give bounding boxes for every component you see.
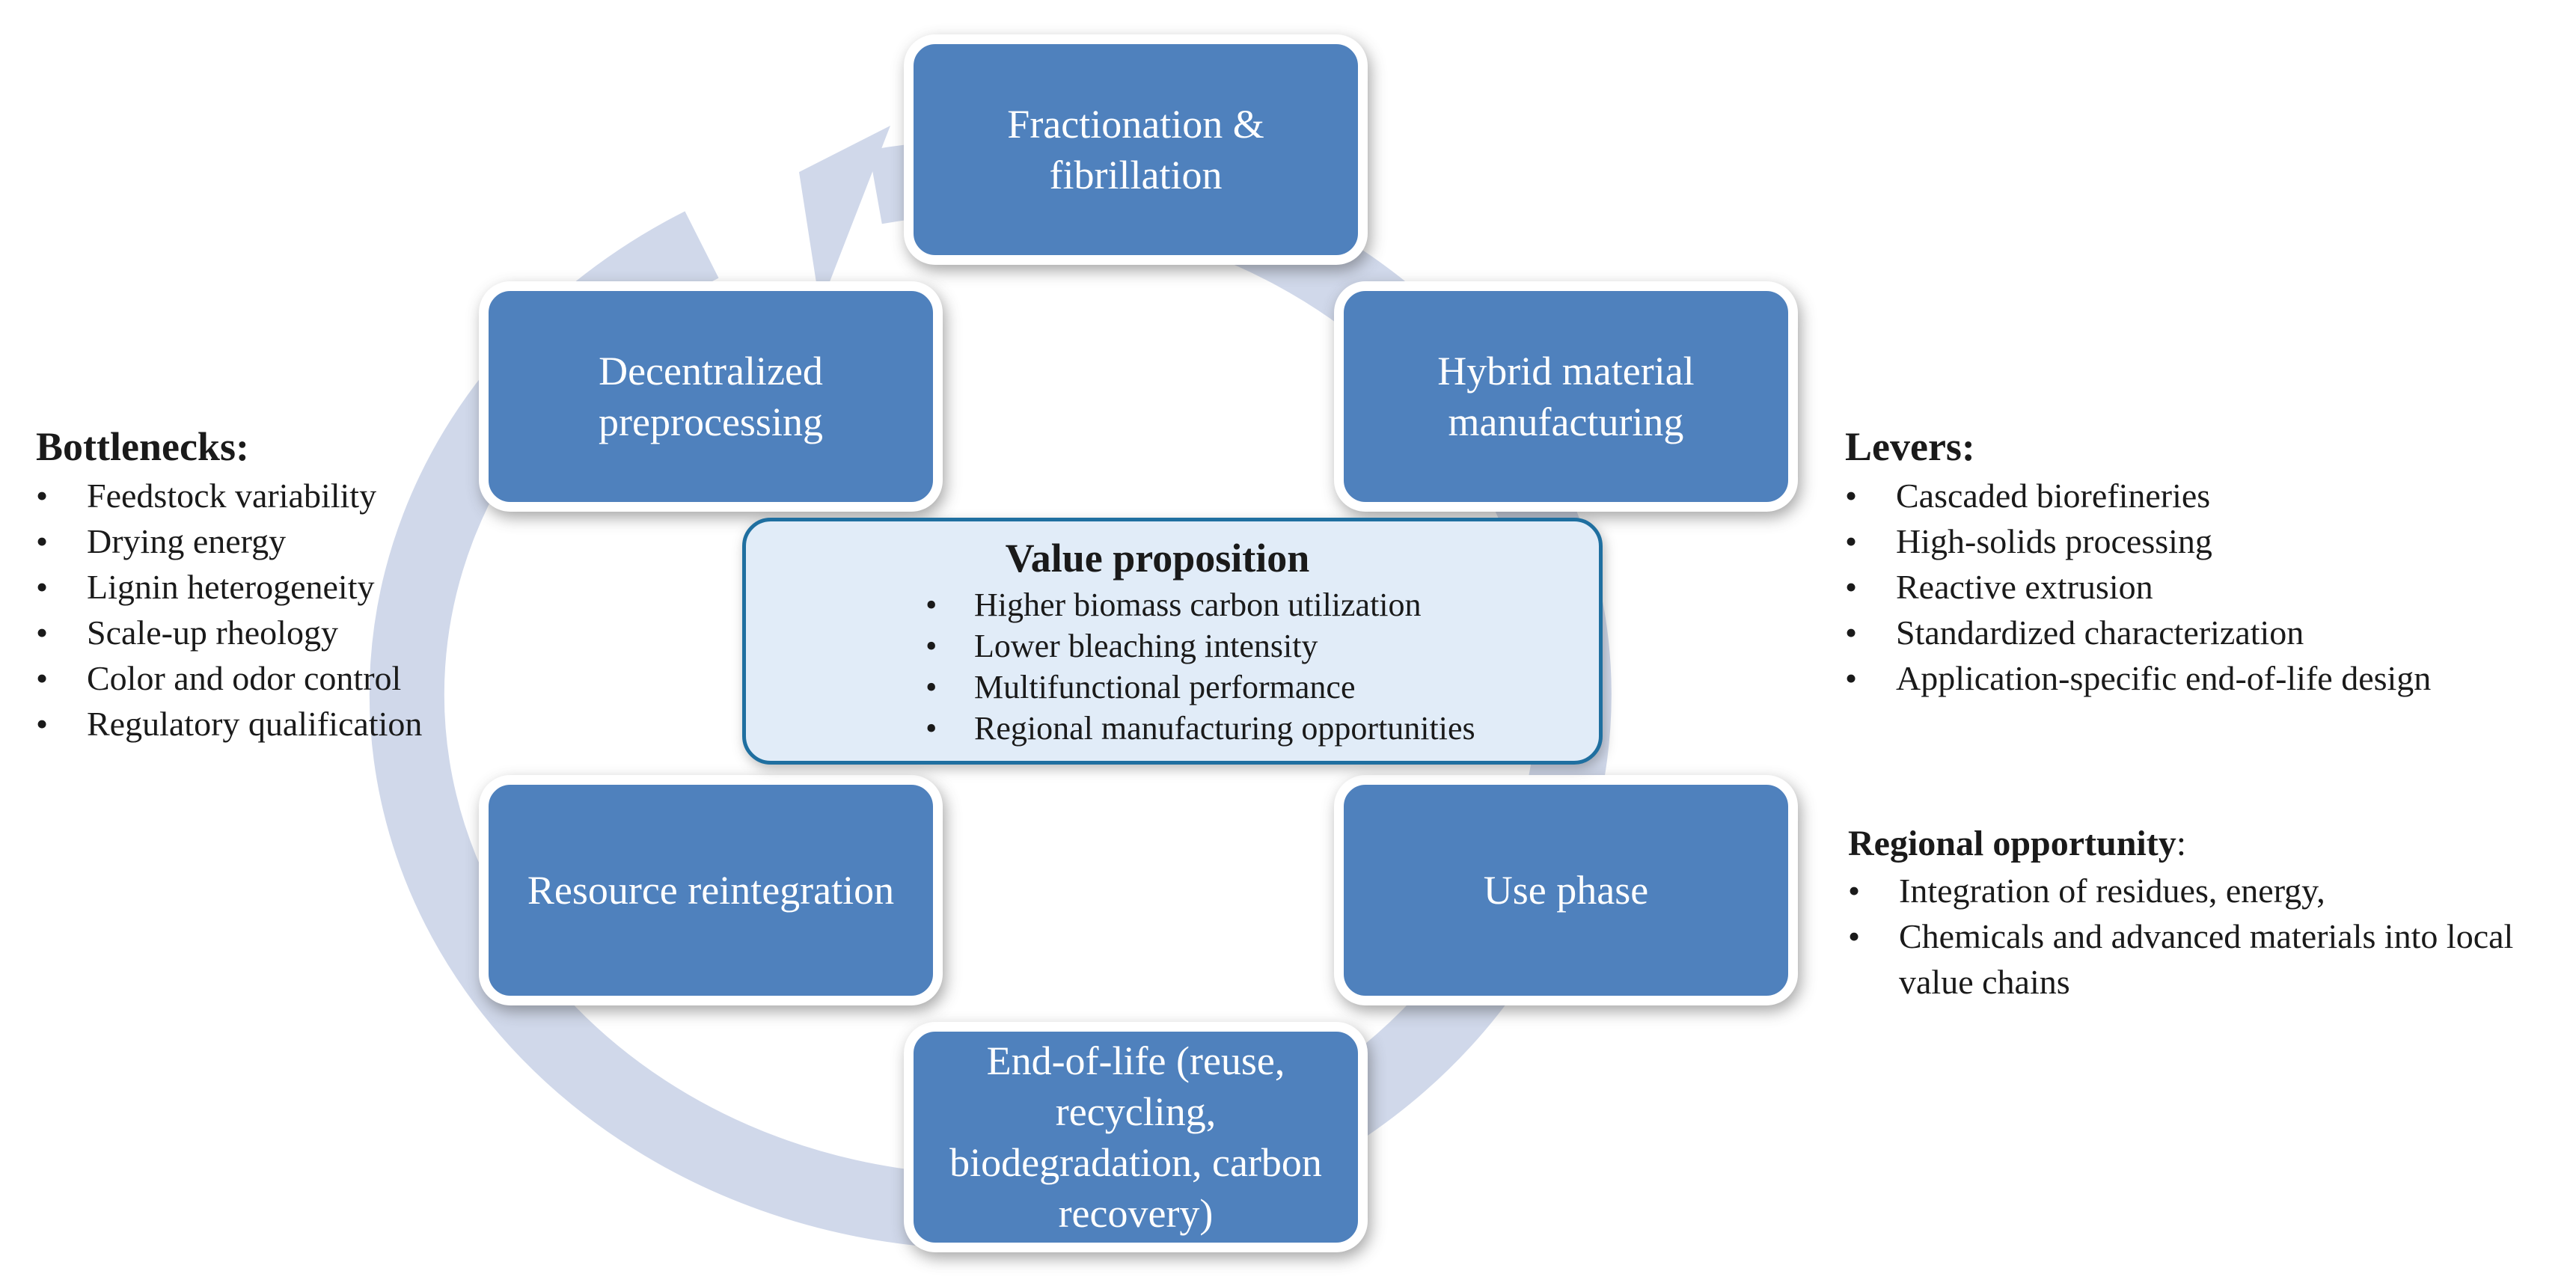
list-item: Lower bleaching intensity bbox=[926, 625, 1569, 667]
list-item: Standardized characterization bbox=[1845, 610, 2431, 655]
bottlenecks-title: Bottlenecks: bbox=[36, 424, 249, 469]
node-label: Resource reintegration bbox=[527, 868, 895, 913]
node-label: Hybrid material manufacturing bbox=[1437, 349, 1695, 444]
node-resource-reintegration: Resource reintegration bbox=[479, 775, 943, 1005]
list-item: Application-specific end-of-life design bbox=[1845, 655, 2431, 701]
node-fractionation-fibrillation: Fractionation & fibrillation bbox=[904, 34, 1368, 265]
node-label: Decentralized preprocessing bbox=[599, 349, 823, 444]
list-item: Drying energy bbox=[36, 518, 422, 564]
list-item: Cascaded biorefineries bbox=[1845, 473, 2431, 518]
value-proposition-title: Value proposition bbox=[1005, 536, 1310, 581]
list-item: Chemicals and advanced materials into lo… bbox=[1848, 913, 2572, 1005]
list-item: Reactive extrusion bbox=[1845, 564, 2431, 610]
cycle-arrow-head bbox=[799, 126, 890, 307]
levers-list: Cascaded biorefineries High-solids proce… bbox=[1845, 473, 2431, 701]
regional-opportunity-title: Regional opportunity: bbox=[1848, 821, 2186, 866]
node-label: Use phase bbox=[1483, 868, 1649, 913]
value-proposition-box: Value proposition Higher biomass carbon … bbox=[742, 518, 1603, 765]
list-item: Regional manufacturing opportunities bbox=[926, 708, 1569, 749]
list-item: Feedstock variability bbox=[36, 473, 422, 518]
list-item: Lignin heterogeneity bbox=[36, 564, 422, 610]
list-item: High-solids processing bbox=[1845, 518, 2431, 564]
regional-opportunity-title-text: Regional opportunity bbox=[1848, 824, 2176, 863]
list-item: Multifunctional performance bbox=[926, 667, 1569, 708]
list-item: Regulatory qualification bbox=[36, 701, 422, 747]
list-item: Integration of residues, energy, bbox=[1848, 868, 2572, 913]
list-item: Color and odor control bbox=[36, 655, 422, 701]
regional-opportunity-colon: : bbox=[2176, 824, 2187, 863]
node-decentralized-preprocessing: Decentralized preprocessing bbox=[479, 281, 943, 512]
regional-opportunity-list: Integration of residues, energy, Chemica… bbox=[1848, 868, 2572, 1005]
list-item: Higher biomass carbon utilization bbox=[926, 584, 1569, 625]
node-label: End-of-life (reuse, recycling, biodegrad… bbox=[949, 1038, 1322, 1236]
node-end-of-life: End-of-life (reuse, recycling, biodegrad… bbox=[904, 1022, 1368, 1252]
list-item: Scale-up rheology bbox=[36, 610, 422, 655]
value-proposition-list: Higher biomass carbon utilization Lower … bbox=[746, 584, 1569, 749]
node-label: Fractionation & fibrillation bbox=[1007, 102, 1264, 197]
levers-title: Levers: bbox=[1845, 424, 1975, 469]
bottlenecks-list: Feedstock variability Drying energy Lign… bbox=[36, 473, 422, 747]
node-hybrid-material-manufacturing: Hybrid material manufacturing bbox=[1334, 281, 1798, 512]
node-use-phase: Use phase bbox=[1334, 775, 1798, 1005]
